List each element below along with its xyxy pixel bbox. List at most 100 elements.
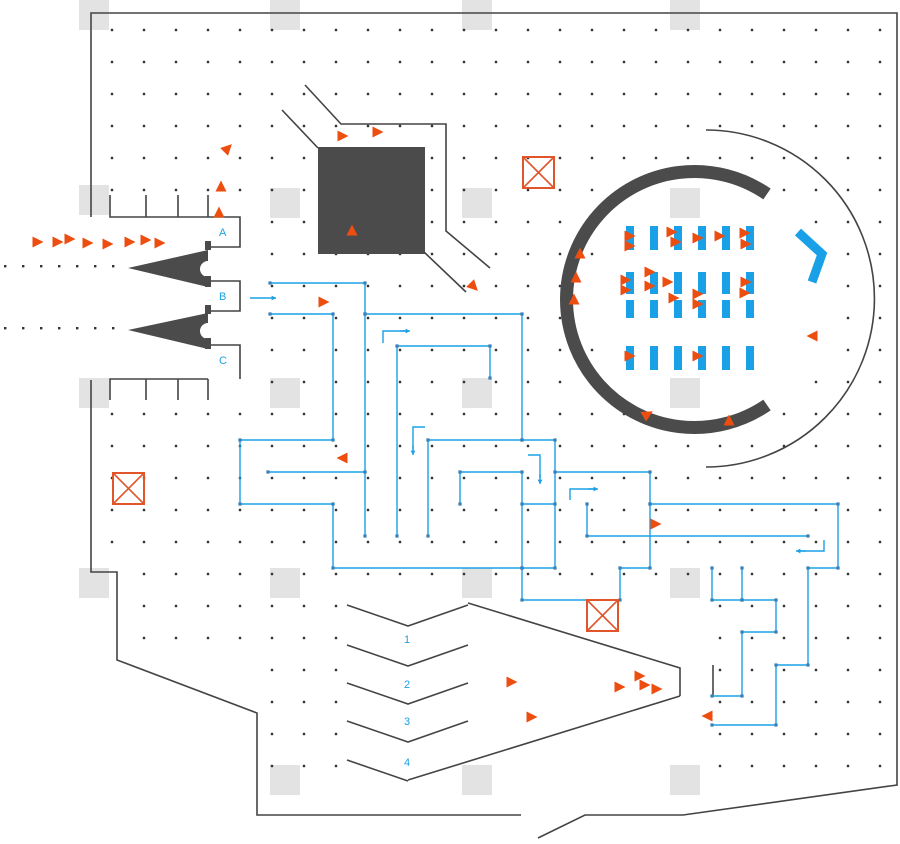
route-node [363,312,367,316]
person-marker-icon [692,350,704,362]
grid-dot [558,284,562,288]
grid-dot [270,668,274,672]
grid-dot [846,700,850,704]
grid-dot [494,124,498,128]
grid-dot [206,188,210,192]
grid-dot [430,156,434,160]
grid-dot [238,92,242,96]
grid-dot [398,540,402,544]
grid-dot [846,604,850,608]
grid-dot [718,28,722,32]
rail-dot [58,265,61,268]
grid-dot [206,508,210,512]
route-node [710,566,714,570]
person-marker-shape [318,296,330,308]
grid-dot [270,284,274,288]
person-marker-shape [662,276,674,288]
route-node [268,312,272,316]
crate-cross [112,472,145,505]
grid-dot [302,60,306,64]
grid-dot [558,444,562,448]
grid-dot [686,540,690,544]
queue-route-4 [396,345,491,536]
grid-dot [174,572,178,576]
grid-dot [718,732,722,736]
grid-dot [302,316,306,320]
grid-dot [494,444,498,448]
grid-dot [334,764,338,768]
grid-dot [398,60,402,64]
flow-arrow-icon [410,445,416,455]
grid-dot [846,60,850,64]
route-node [426,534,430,538]
column-icon [270,765,300,795]
route-node [520,566,524,570]
grid-dot [270,476,274,480]
grid-dot [718,156,722,160]
person-marker-shape [215,180,227,192]
flow-arrow-shaft [569,488,594,500]
route-node [238,438,242,442]
grid-dot [270,604,274,608]
display-unit [650,226,658,250]
grid-dot [782,156,786,160]
grid-dot [654,60,658,64]
rail-dot [4,265,7,268]
display-unit [698,272,706,294]
grid-dot [142,92,146,96]
route-node [740,630,744,634]
grid-dot [238,604,242,608]
column-icon [670,765,700,795]
grid-dot [558,316,562,320]
person-marker-shape [624,230,636,242]
flow-arrow-head [593,486,598,492]
column-icon [79,568,109,598]
grid-dot [334,348,338,352]
grid-dot [334,572,338,576]
column-icon [79,185,109,215]
person-marker-shape [102,238,114,250]
grid-dot [878,60,882,64]
route-node [618,598,622,602]
person-marker-icon [220,144,232,156]
grid-dot [782,60,786,64]
person-marker-icon [102,238,114,250]
grid-dot [398,316,402,320]
column-icon [670,378,700,408]
queue-lane-label-1: 1 [404,634,410,646]
person-marker-shape [639,679,651,691]
grid-dot [878,732,882,736]
gate-post [205,241,211,250]
grid-dot [558,540,562,544]
gate-frame-c [208,344,241,379]
grid-dot [750,636,754,640]
person-marker-shape [644,280,656,292]
person-marker-shape [154,237,166,249]
person-marker-icon [526,711,538,723]
grid-dot [622,92,626,96]
display-unit [722,346,730,370]
grid-dot [782,604,786,608]
grid-dot [238,28,242,32]
grid-dot [334,92,338,96]
display-unit [626,300,634,318]
route-node [268,281,272,285]
grid-dot [270,444,274,448]
grid-dot [654,124,658,128]
grid-dot [206,28,210,32]
route-node [648,566,652,570]
grid-dot [622,60,626,64]
person-marker-shape [220,144,232,156]
person-marker-icon [346,224,358,236]
grid-dot [686,28,690,32]
grid-dot [622,444,626,448]
person-marker-icon [740,238,752,250]
grid-dot [590,508,594,512]
grid-dot [526,348,530,352]
route-node [331,566,335,570]
rotunda-arc-wall [560,165,771,434]
person-marker-shape [506,676,518,688]
grid-dot [238,60,242,64]
grid-dot [302,156,306,160]
display-unit [626,272,634,294]
